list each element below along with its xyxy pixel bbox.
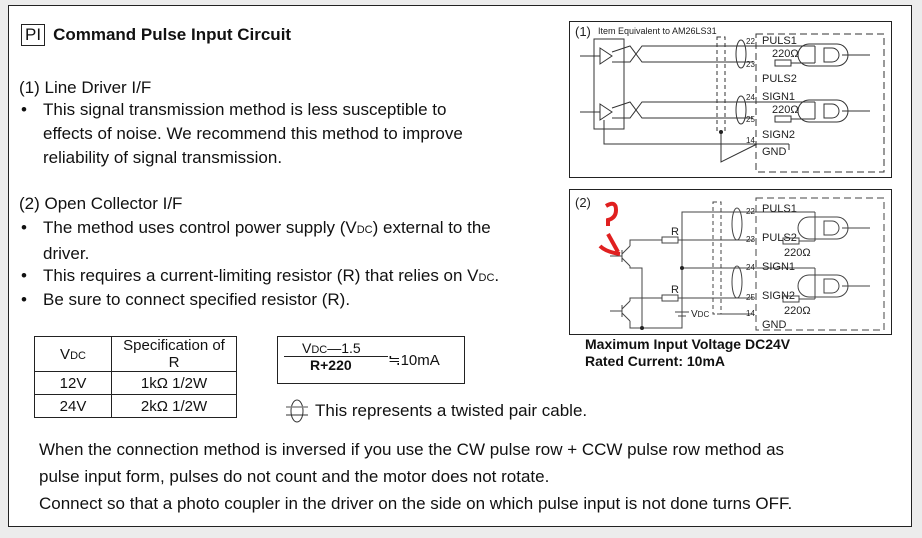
resistor-spec-table: VDC Specification of R 12V 1kΩ 1/2W 24V … [34, 336, 237, 418]
svg-text:23: 23 [746, 235, 755, 244]
section2-bullet-3: • Be sure to connect specified resistor … [19, 288, 350, 312]
section2-heading: (2) Open Collector I/F [19, 194, 183, 213]
svg-text:VDC: VDC [691, 309, 709, 320]
subscript: DC [356, 224, 373, 236]
table-row: 24V 2kΩ 1/2W [34, 394, 237, 418]
svg-text:25: 25 [746, 293, 755, 302]
section2-bullet-1: • The method uses control power supply (… [19, 216, 491, 266]
pi-badge: PI [21, 24, 46, 46]
svg-text:25: 25 [746, 115, 755, 124]
svg-text:PULS2: PULS2 [762, 73, 797, 85]
text-run: The method uses control power supply (V [43, 218, 357, 237]
table-header-cell: VDC [34, 336, 112, 372]
caption-line: Maximum Input Voltage DC24V [585, 336, 791, 352]
table-cell: 24V [34, 394, 112, 418]
note-line: When the connection method is inversed i… [39, 440, 785, 459]
twisted-pair-note: This represents a twisted pair cable. [285, 398, 587, 424]
svg-text:14: 14 [746, 136, 755, 145]
svg-text:R: R [671, 284, 679, 296]
text-run: ) external to the [372, 218, 491, 237]
open-collector-circuit: (2) R R VDC 22 PULS1 23 PULS2 220Ω 24 SIGN1 2… [575, 195, 885, 331]
bullet-line: reliability of signal transmission. [43, 148, 283, 167]
table-header-row: VDC Specification of R [34, 336, 237, 372]
text-run: driver. [43, 244, 90, 263]
note-line: pulse input form, pulses do not count an… [39, 467, 550, 486]
svg-text:PULS2: PULS2 [762, 232, 797, 244]
bullet-dot: • [21, 266, 27, 285]
table-cell: 1kΩ 1/2W [111, 371, 237, 395]
bullet-line: effects of noise. We recommend this meth… [43, 124, 463, 143]
svg-text:PULS1: PULS1 [762, 35, 797, 47]
current-formula: VDC—1.5 R+220 ≒10mA [277, 336, 465, 384]
svg-text:SIGN1: SIGN1 [762, 261, 795, 273]
svg-text:22: 22 [746, 37, 755, 46]
section1-heading: (1) Line Driver I/F [19, 78, 152, 97]
svg-text:SIGN1: SIGN1 [762, 91, 795, 103]
document-page: PI Command Pulse Input Circuit (1) Line … [8, 5, 912, 527]
section2-bullet-2: • This requires a current-limiting resis… [19, 264, 499, 290]
svg-text:220Ω: 220Ω [772, 48, 799, 60]
svg-text:PULS1: PULS1 [762, 203, 797, 215]
svg-text:220Ω: 220Ω [784, 247, 811, 259]
svg-text:14: 14 [746, 309, 755, 318]
formula-numerator: VDC—1.5 [302, 340, 361, 356]
open-collector-diagram: (2) R R VDC 22 PULS1 23 PULS2 220Ω 24 SIGN1 2… [569, 189, 892, 335]
formula-denominator: R+220 [310, 357, 352, 373]
text-run: . [494, 266, 500, 285]
bullet-dot: • [21, 100, 27, 119]
subscript: DC [478, 272, 495, 284]
table-header-cell: Specification of R [111, 336, 237, 372]
bottom-note: When the connection method is inversed i… [39, 436, 792, 517]
page-title: Command Pulse Input Circuit [53, 25, 292, 44]
svg-text:R: R [671, 226, 679, 238]
svg-text:24: 24 [746, 263, 755, 272]
note-line: Connect so that a photo coupler in the d… [39, 494, 793, 513]
fraction-bar [284, 356, 388, 357]
bullet-dot: • [21, 218, 27, 237]
red-question-annotation [598, 201, 621, 256]
caption-line: Rated Current: 10mA [585, 353, 726, 369]
svg-text:GND: GND [762, 146, 787, 158]
section-header: PI Command Pulse Input Circuit [21, 24, 291, 46]
twisted-pair-text: This represents a twisted pair cable. [315, 401, 588, 420]
svg-text:22: 22 [746, 207, 755, 216]
svg-text:23: 23 [746, 60, 755, 69]
formula-result: ≒10mA [388, 352, 440, 369]
bullet-text: Be sure to connect specified resistor (R… [43, 290, 351, 309]
bullet-dot: • [21, 290, 27, 309]
table-cell: 2kΩ 1/2W [111, 394, 237, 418]
section1-bullet: • This signal transmission method is les… [19, 98, 463, 170]
svg-text:220Ω: 220Ω [772, 104, 799, 116]
twisted-pair-icon [286, 399, 308, 423]
bullet-line: This signal transmission method is less … [43, 100, 447, 119]
svg-text:(2): (2) [575, 195, 591, 210]
bullet-text: This requires a current-limiting resisto… [43, 264, 499, 290]
svg-text:24: 24 [746, 93, 755, 102]
svg-text:SIGN2: SIGN2 [762, 290, 795, 302]
svg-text:(1): (1) [575, 24, 591, 39]
table-cell: 12V [34, 371, 112, 395]
svg-text:GND: GND [762, 319, 787, 331]
bullet-text: This signal transmission method is less … [43, 98, 463, 170]
svg-text:SIGN2: SIGN2 [762, 129, 795, 141]
diagram1-sublabel: Item Equivalent to AM26LS31 [598, 26, 717, 36]
svg-text:220Ω: 220Ω [784, 305, 811, 317]
bullet-text: The method uses control power supply (VD… [43, 216, 491, 266]
table-row: 12V 1kΩ 1/2W [34, 371, 237, 395]
diagram2-caption: Maximum Input Voltage DC24V Rated Curren… [585, 336, 790, 370]
text-run: This requires a current-limiting resisto… [43, 266, 479, 285]
